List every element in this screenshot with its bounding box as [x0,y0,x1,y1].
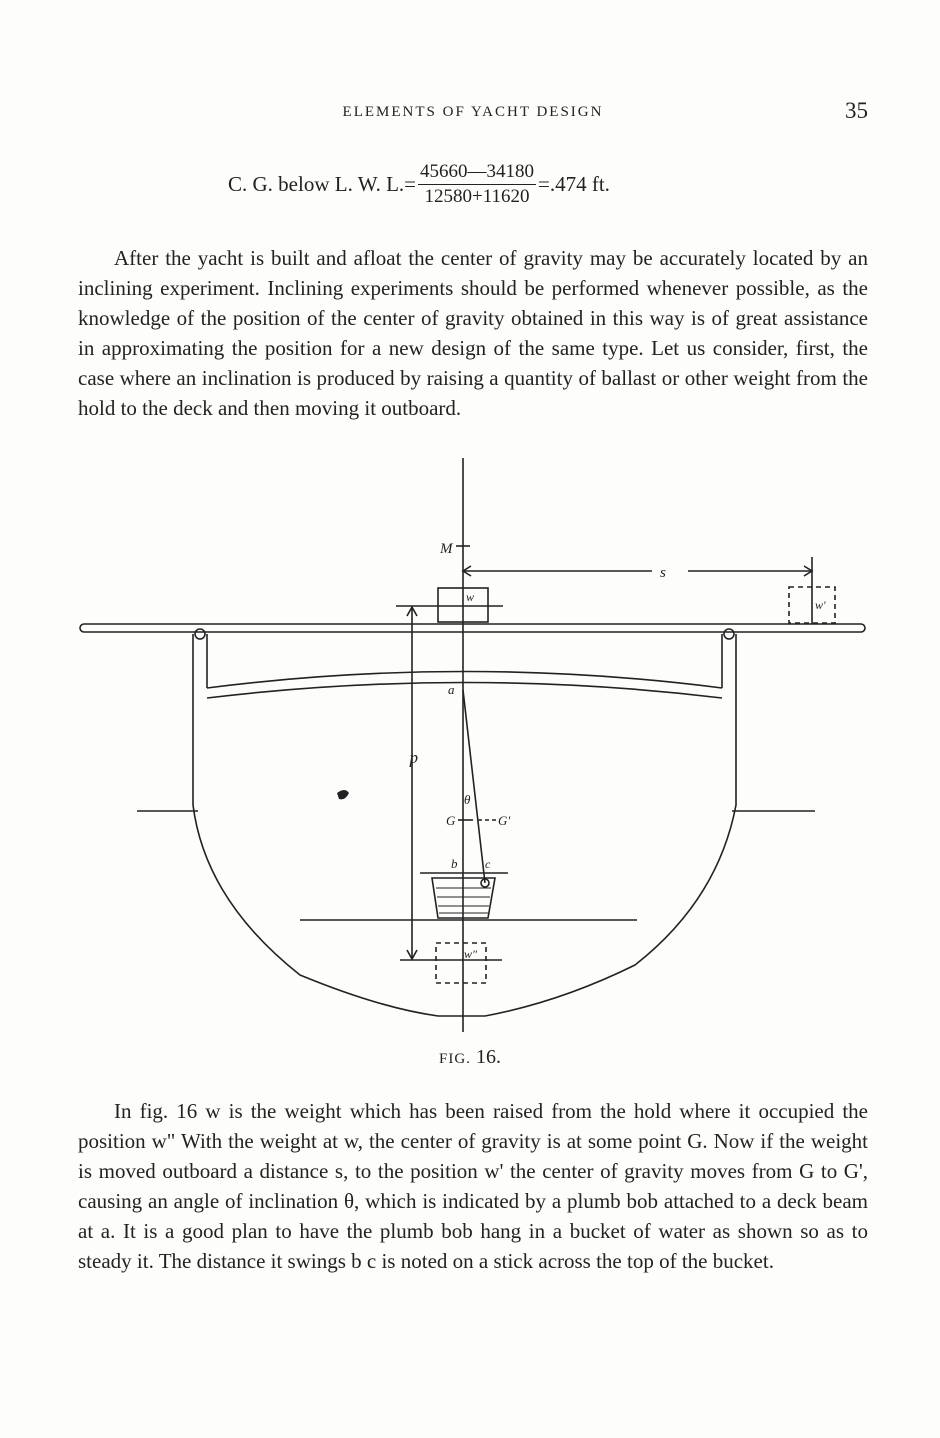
label-g: G [446,813,456,828]
s-arrow-left [461,565,472,577]
label-theta: θ [464,792,471,807]
weight-w-double-prime [435,942,487,984]
weight-w [437,587,489,623]
label-m: M [439,541,454,557]
label-c: c [485,857,491,871]
cg-formula: C. G. below L. W. L.= 45660—34180 12580+… [228,154,610,214]
d-arrow-bottom [406,949,418,961]
formula-lhs: C. G. below L. W. L.= [228,171,417,196]
formula-fraction: 45660—34180 12580+11620 [418,161,537,208]
figure-16: M s w w' a d θ G G' b c w" [78,455,868,1040]
weight-w-prime [788,586,836,624]
caption-prefix: FIG. [439,1051,471,1067]
label-g-prime: G' [498,813,510,828]
formula-rhs: =.474 ft. [538,171,610,196]
page-number: 35 [845,98,868,123]
formula-denominator: 12580+11620 [424,185,530,207]
label-w-prime: w' [815,598,826,612]
deck-beam-bottom [206,681,723,699]
hull-outline [192,634,737,1017]
knee-left [194,628,206,640]
ink-spot [337,790,349,800]
label-d: d [409,751,418,770]
plumb-line [462,689,486,884]
label-s: s [660,565,666,581]
caption-number: 16. [475,1046,501,1068]
running-title: ELEMENTS OF YACHT DESIGN [342,104,604,120]
figure-caption: FIG. 16. [0,1046,940,1069]
label-w: w [466,590,474,604]
page-header: ELEMENTS OF YACHT DESIGN 35 [78,98,868,128]
label-a: a [448,682,455,697]
label-w-double-prime: w" [464,947,478,961]
deck-beam-top [206,670,723,689]
deck [79,623,866,633]
knee-right [723,628,735,640]
bucket [431,877,496,919]
d-arrow-top [406,605,418,617]
formula-numerator: 45660—34180 [418,161,537,185]
inclining-experiment-diagram: M s w w' a d θ G G' b c w" [79,458,866,1032]
s-arrow-right [803,565,814,577]
paragraph-intro: After the yacht is built and afloat the … [78,246,868,420]
plumb-bob [480,878,490,888]
label-b: b [451,856,458,871]
paragraph-figure-explanation: In fig. 16 w is the weight which has bee… [78,1099,868,1273]
